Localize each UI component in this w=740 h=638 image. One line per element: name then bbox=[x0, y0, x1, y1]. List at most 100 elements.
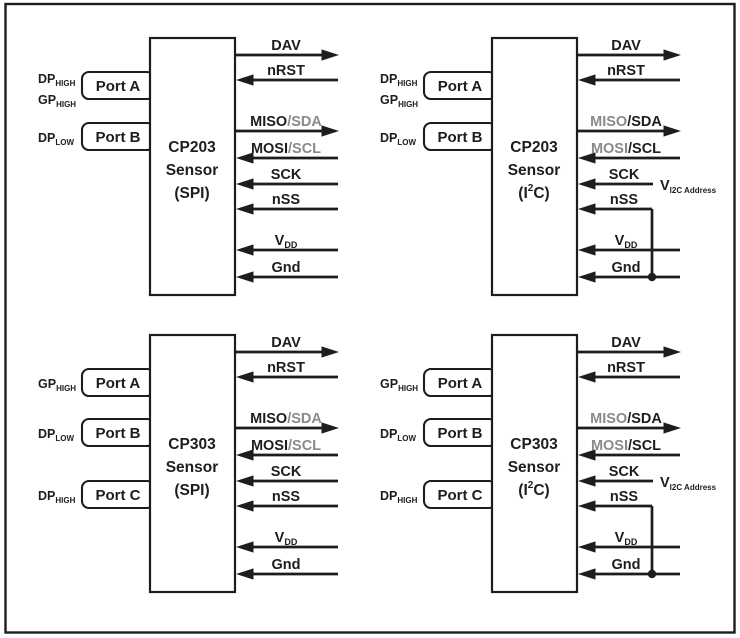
signal-label-mosi-scl: MOSI/SCL bbox=[251, 438, 321, 454]
signal-label-dav: DAV bbox=[611, 38, 641, 54]
signal-label-mosi-scl: MOSI/SCL bbox=[591, 141, 661, 157]
port-a-label: Port A bbox=[96, 78, 141, 95]
arrowhead-vdd-in bbox=[578, 244, 596, 256]
arrowhead-dav-out bbox=[321, 346, 339, 358]
port-b-label: Port B bbox=[438, 425, 483, 442]
port-b-label: Port B bbox=[438, 129, 483, 146]
port-b-label: Port B bbox=[96, 425, 141, 442]
signal-label-miso-sda: MISO/SDA bbox=[590, 411, 662, 427]
pin-label-dp-low: DPLOW bbox=[380, 427, 416, 443]
sensor-type-label: Sensor bbox=[508, 162, 561, 179]
pin-label-gp-high: GPHIGH bbox=[380, 93, 418, 109]
signal-label-vdd: VDD bbox=[615, 530, 638, 547]
signal-label-nrst: nRST bbox=[607, 360, 645, 376]
signal-label-miso-sda: MISO/SDA bbox=[590, 114, 662, 130]
pin-label-gp-high: GPHIGH bbox=[38, 377, 76, 393]
port-a-label: Port A bbox=[96, 375, 141, 392]
arrowhead-sck-in bbox=[578, 178, 596, 190]
signal-label-sck: SCK bbox=[609, 167, 640, 183]
signal-label-gnd: Gnd bbox=[612, 260, 641, 276]
sensor-block-cp303-spi: CP303 Sensor (SPI) Port A Port B Port C … bbox=[38, 333, 339, 594]
port-a-label: Port A bbox=[438, 78, 483, 95]
signal-label-sck: SCK bbox=[609, 464, 640, 480]
sensor-chip-name: CP303 bbox=[168, 436, 216, 453]
signal-label-dav: DAV bbox=[611, 335, 641, 351]
sensor-block-cp203-i2c: CP203 Sensor (I2C) Port A Port B DPHIGH … bbox=[380, 36, 717, 297]
sensor-box bbox=[490, 333, 579, 594]
signal-label-nrst: nRST bbox=[267, 360, 305, 376]
signal-label-mosi-scl: MOSI/SCL bbox=[591, 438, 661, 454]
i2c-address-label: VI2C Address bbox=[660, 475, 717, 492]
pin-label-dp-high: DPHIGH bbox=[38, 489, 76, 505]
signal-label-dav: DAV bbox=[271, 335, 301, 351]
arrowhead-gnd-in bbox=[578, 568, 596, 580]
sensor-interface-label: (I2C) bbox=[518, 183, 549, 202]
sensor-type-label: Sensor bbox=[508, 459, 561, 476]
arrowhead-miso-out bbox=[321, 125, 339, 137]
sensor-type-label: Sensor bbox=[166, 162, 219, 179]
signal-label-nrst: nRST bbox=[607, 63, 645, 79]
arrowhead-miso-out bbox=[321, 422, 339, 434]
signal-label-dav: DAV bbox=[271, 38, 301, 54]
pin-label-dp-low: DPLOW bbox=[38, 427, 74, 443]
arrowhead-mosi-in bbox=[578, 152, 596, 164]
arrowhead-mosi-in bbox=[578, 449, 596, 461]
arrowhead-dav-out bbox=[321, 49, 339, 61]
signal-label-nss: nSS bbox=[272, 489, 301, 505]
port-a-label: Port A bbox=[438, 375, 483, 392]
arrowhead-dav-out bbox=[663, 346, 681, 358]
signal-label-vdd: VDD bbox=[275, 233, 298, 250]
junction-dot bbox=[647, 272, 657, 282]
sensor-interface-label: (I2C) bbox=[518, 480, 549, 499]
signal-label-sck: SCK bbox=[271, 167, 302, 183]
sensor-interface-label: (SPI) bbox=[174, 482, 209, 499]
sensor-chip-name: CP303 bbox=[510, 436, 558, 453]
arrowhead-vdd-in bbox=[236, 244, 254, 256]
pin-label-dp-low: DPLOW bbox=[380, 131, 416, 147]
arrowhead-gnd-in bbox=[578, 271, 596, 283]
arrowhead-nrst-in bbox=[236, 74, 254, 86]
junction-dot bbox=[647, 569, 657, 579]
arrowhead-nss-in bbox=[578, 203, 596, 215]
pin-label-gp-high: GPHIGH bbox=[380, 377, 418, 393]
sensor-block-cp303-i2c: CP303 Sensor (I2C) Port A Port B Port C … bbox=[380, 333, 717, 594]
sensor-interface-label: (SPI) bbox=[174, 185, 209, 202]
port-c-label: Port C bbox=[96, 487, 141, 504]
arrowhead-miso-out bbox=[663, 422, 681, 434]
i2c-address-label: VI2C Address bbox=[660, 178, 717, 195]
pin-label-dp-high: DPHIGH bbox=[380, 72, 418, 88]
arrowhead-nss-in bbox=[236, 500, 254, 512]
arrowhead-nss-in bbox=[578, 500, 596, 512]
signal-label-vdd: VDD bbox=[275, 530, 298, 547]
signal-label-nss: nSS bbox=[272, 192, 301, 208]
arrowhead-sck-in bbox=[578, 475, 596, 487]
arrowhead-vdd-in bbox=[236, 541, 254, 553]
sensor-box bbox=[148, 36, 237, 297]
pin-label-dp-high: DPHIGH bbox=[38, 72, 76, 88]
sensor-chip-name: CP203 bbox=[168, 139, 216, 156]
arrowhead-gnd-in bbox=[236, 271, 254, 283]
arrowhead-nss-in bbox=[236, 203, 254, 215]
arrowhead-sck-in bbox=[236, 475, 254, 487]
signal-label-nss: nSS bbox=[610, 192, 639, 208]
pin-label-dp-high: DPHIGH bbox=[380, 489, 418, 505]
signal-label-nss: nSS bbox=[610, 489, 639, 505]
arrowhead-sck-in bbox=[236, 178, 254, 190]
pin-label-gp-high: GPHIGH bbox=[38, 93, 76, 109]
port-b-label: Port B bbox=[96, 129, 141, 146]
signal-label-miso-sda: MISO/SDA bbox=[250, 114, 322, 130]
arrowhead-gnd-in bbox=[236, 568, 254, 580]
signal-label-gnd: Gnd bbox=[272, 260, 301, 276]
arrowhead-mosi-in bbox=[236, 152, 254, 164]
arrowhead-nrst-in bbox=[578, 74, 596, 86]
signal-label-sck: SCK bbox=[271, 464, 302, 480]
sensor-chip-name: CP203 bbox=[510, 139, 558, 156]
signal-label-mosi-scl: MOSI/SCL bbox=[251, 141, 321, 157]
signal-label-nrst: nRST bbox=[267, 63, 305, 79]
sensor-box bbox=[490, 36, 579, 297]
figure-border bbox=[4, 2, 736, 634]
sensor-box bbox=[148, 333, 237, 594]
arrowhead-mosi-in bbox=[236, 449, 254, 461]
arrowhead-vdd-in bbox=[578, 541, 596, 553]
arrowhead-miso-out bbox=[663, 125, 681, 137]
